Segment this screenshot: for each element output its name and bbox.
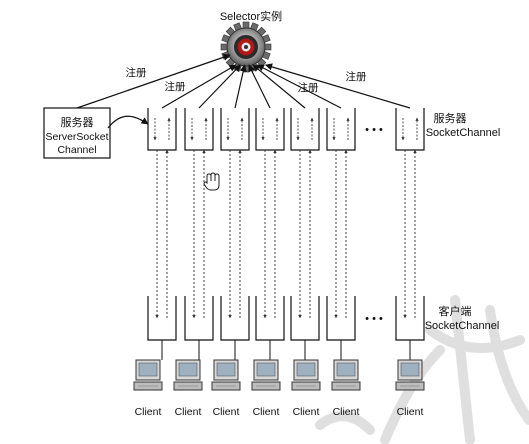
client-channel-bracket — [255, 296, 285, 341]
client-channel-bracket — [184, 296, 214, 341]
client-channel-bracket — [326, 296, 356, 341]
socket-channel-column — [248, 64, 285, 360]
server-channel-bracket — [395, 108, 425, 151]
register-label-4: 注册 — [346, 70, 367, 83]
server-register-arrow — [76, 53, 231, 109]
register-arrow — [264, 63, 411, 109]
client-computer-icon — [291, 359, 321, 391]
server-channel-bracket — [255, 108, 285, 151]
register-arrow — [252, 64, 306, 109]
client-label: Client — [175, 406, 202, 418]
server-channel-bracket — [147, 108, 177, 151]
socket-channel-column — [256, 64, 356, 360]
socket-channel-column — [147, 64, 237, 360]
client-computer-icon — [251, 359, 281, 391]
client-computer-icon — [395, 359, 425, 391]
server-box-line1: 服务器 — [61, 116, 94, 129]
server-box-line3: Channel — [57, 144, 96, 156]
server-register-label: 注册 — [126, 66, 147, 79]
hand-cursor-icon — [203, 172, 220, 191]
register-arrow — [198, 64, 241, 109]
client-channel-bracket — [147, 296, 177, 341]
selector-gear-icon — [220, 21, 272, 73]
socket-channel-column — [184, 64, 241, 360]
register-arrow — [234, 64, 247, 109]
register-arrow — [256, 64, 342, 109]
client-channel-bracket — [395, 296, 425, 341]
client-socketchannel-label-line1: 客户端 — [439, 304, 472, 318]
server-box-line2: ServerSocket — [45, 131, 108, 143]
client-computer-icon — [211, 359, 241, 391]
client-computer-icon — [133, 359, 163, 391]
client-label: Client — [333, 406, 360, 418]
client-computer-icon — [331, 359, 361, 391]
server-channel-bracket — [326, 108, 356, 151]
client-channel-bracket — [290, 296, 320, 341]
client-label: Client — [213, 406, 240, 418]
client-channel-bracket — [220, 296, 250, 341]
server-socketchannel-label-line2: SocketChannel — [426, 127, 501, 139]
ellipsis-bottom: • • • — [365, 313, 383, 325]
client-label: Client — [397, 406, 424, 418]
client-socketchannel-label-line2: SocketChannel — [425, 320, 500, 332]
ellipsis-top: • • • — [365, 124, 383, 136]
server-accept-arrow — [107, 115, 149, 129]
client-label: Client — [253, 406, 280, 418]
selector-label: Selector实例 — [220, 9, 282, 23]
server-socketchannel-label-line1: 服务器 — [434, 112, 467, 125]
register-arrow — [248, 64, 271, 109]
server-channel-bracket — [290, 108, 320, 151]
socket-channel-column — [220, 64, 250, 360]
server-channel-bracket — [220, 108, 250, 151]
register-label-2: 注册 — [165, 80, 186, 93]
server-socket-channel-box — [43, 107, 111, 159]
register-arrow — [161, 64, 237, 109]
client-computer-icon — [173, 359, 203, 391]
client-label: Client — [135, 406, 162, 418]
register-label-3: 注册 — [298, 81, 319, 94]
socket-channel-column — [252, 64, 320, 360]
socket-channel-column — [264, 63, 425, 360]
server-channel-bracket — [184, 108, 214, 151]
client-label: Client — [293, 406, 320, 418]
